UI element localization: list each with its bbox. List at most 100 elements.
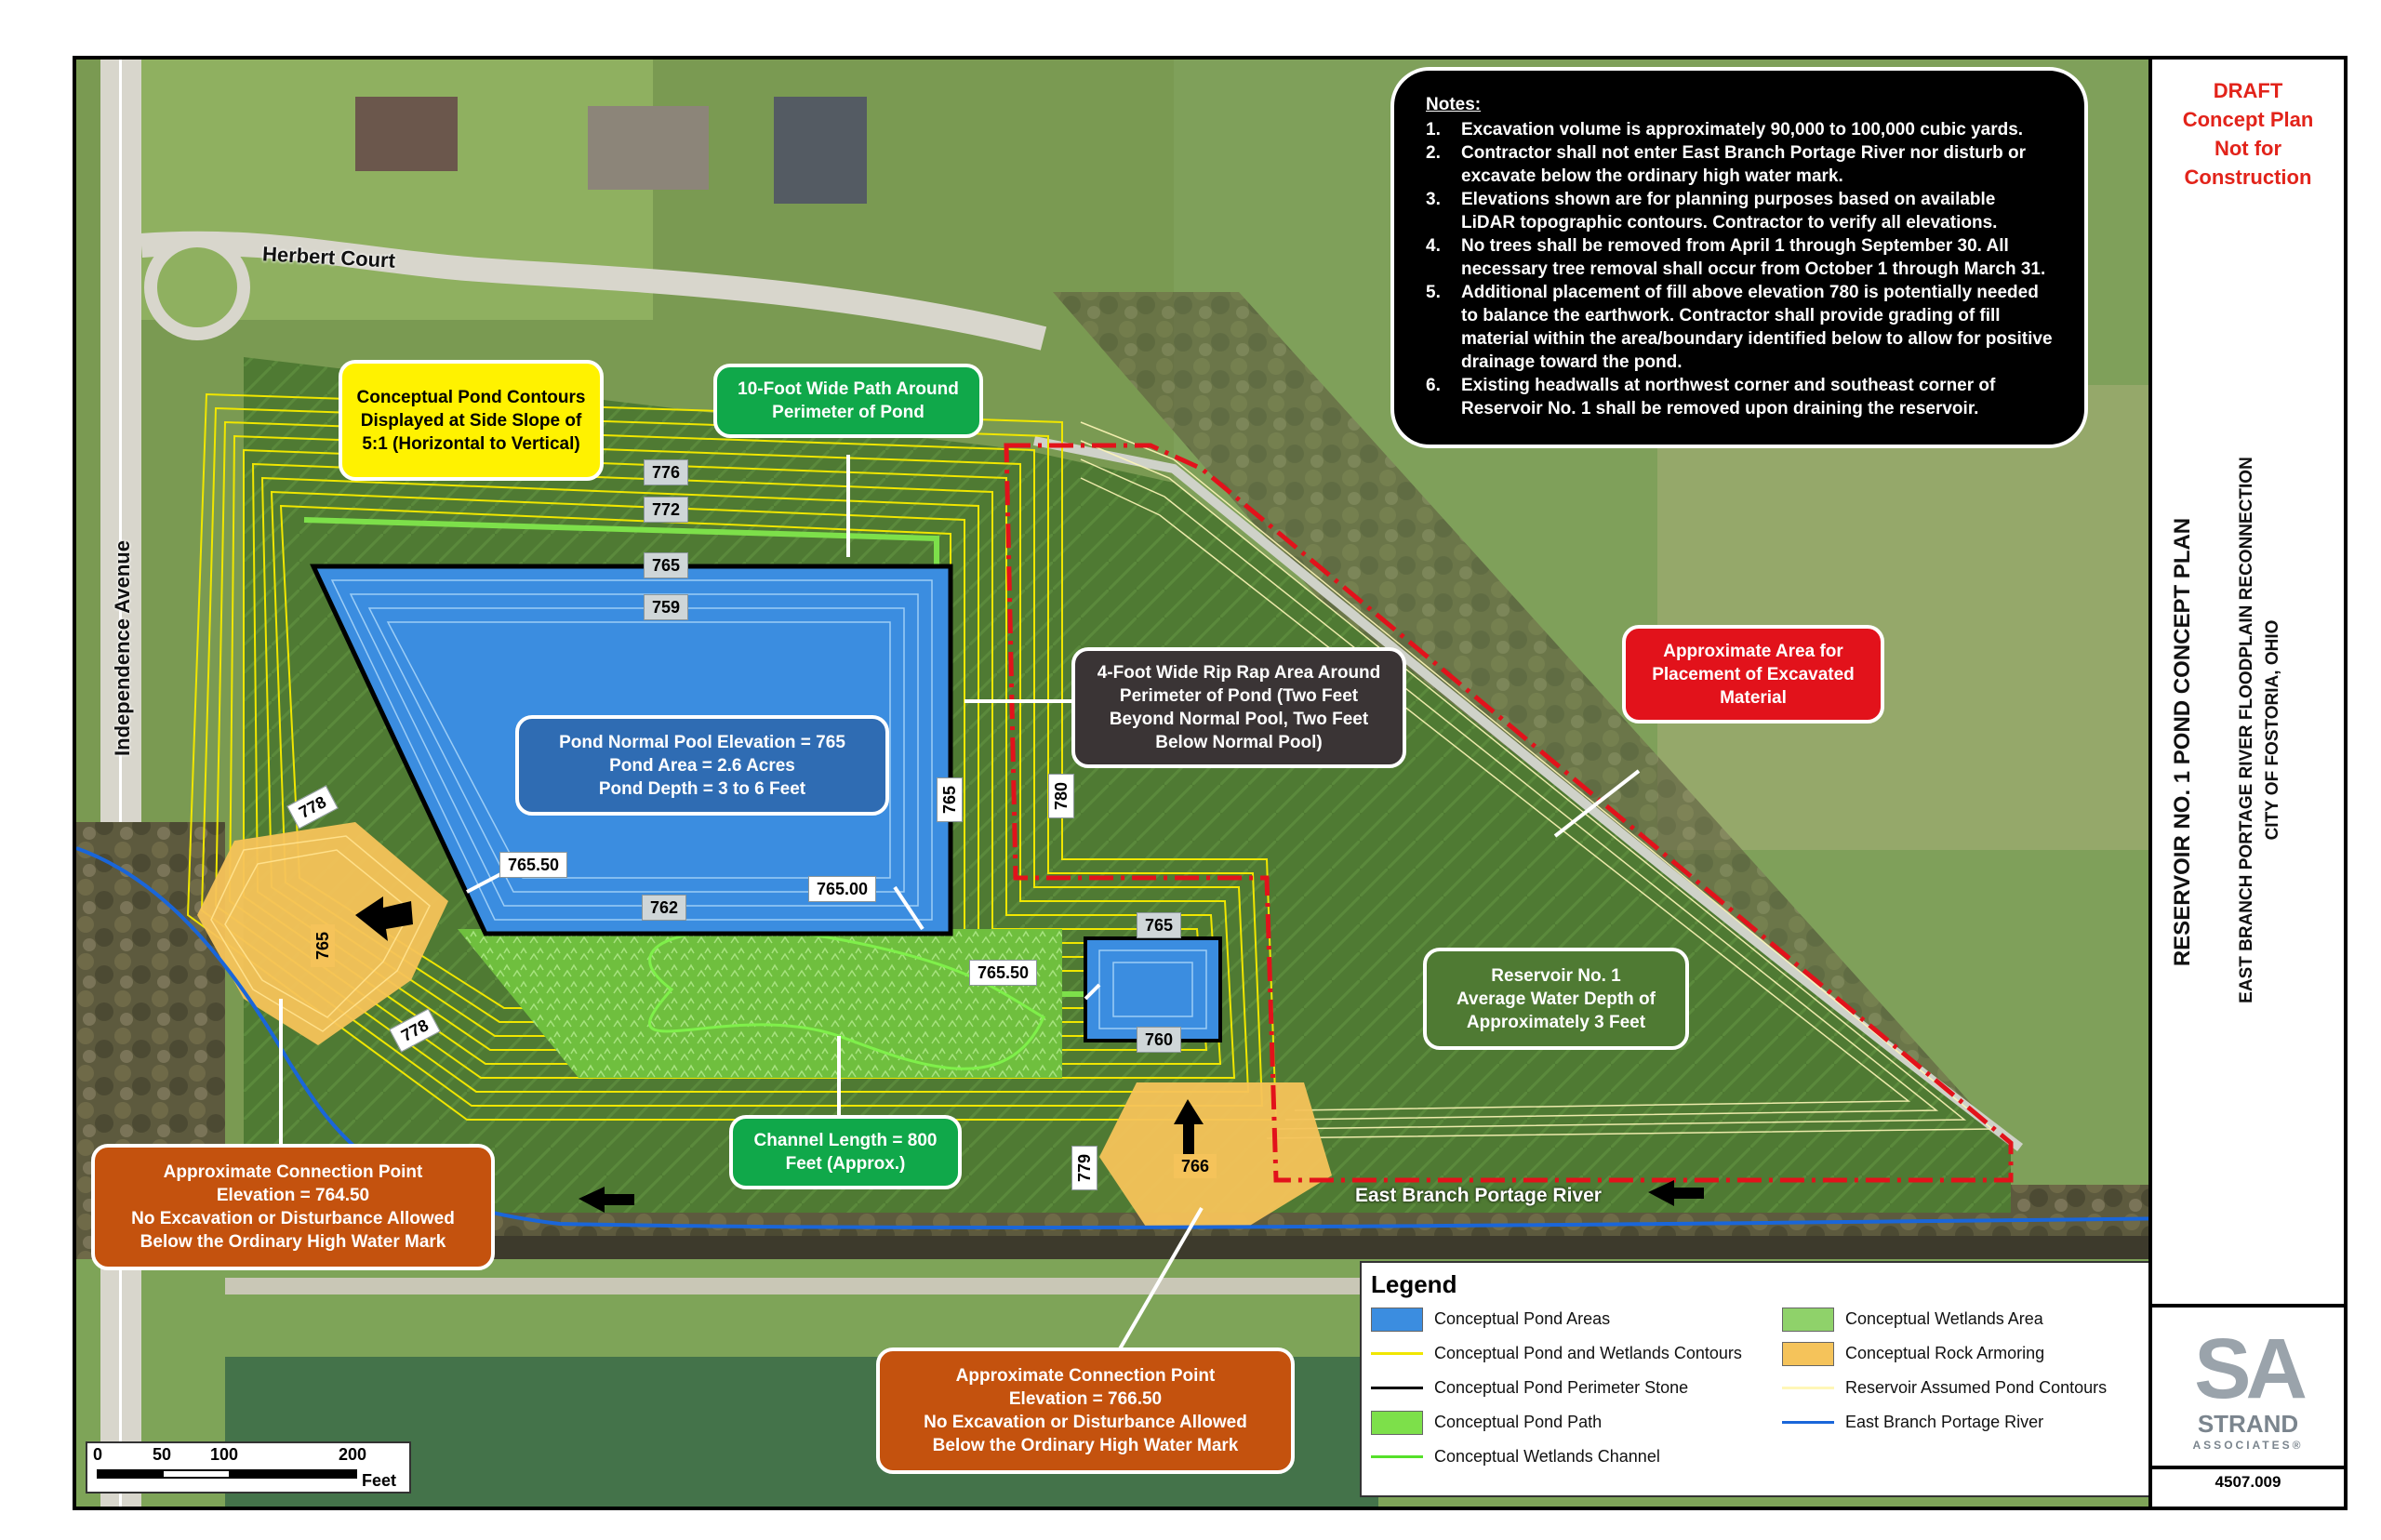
legend-item: Reservoir Assumed Pond Contours [1782, 1375, 2154, 1401]
note-item: 3.Elevations shown are for planning purp… [1426, 188, 2053, 234]
contour-label-765-50-west: 765.50 [499, 852, 568, 878]
callout-connection-east: Approximate Connection Point Elevation =… [876, 1348, 1295, 1474]
callout-connection-west: Approximate Connection Point Elevation =… [91, 1144, 495, 1270]
legend-label: Conceptual Wetlands Area [1845, 1309, 2043, 1328]
note-item: 6.Existing headwalls at northwest corner… [1426, 374, 2053, 420]
legend-swatch [1371, 1307, 1423, 1332]
note-number: 2. [1426, 143, 1441, 163]
contour-label-765-small: 765 [1137, 912, 1182, 938]
contour-label-766: 766 [1174, 1154, 1217, 1178]
note-text: No trees shall be removed from April 1 t… [1461, 236, 2046, 279]
callout-rip-rap: 4-Foot Wide Rip Rap Area Around Perimete… [1071, 647, 1406, 768]
house [355, 97, 458, 171]
title-block: DRAFT Concept Plan Not for Construction … [2148, 56, 2348, 1510]
scale-tick: 200 [339, 1445, 367, 1464]
contour-label-776: 776 [644, 459, 689, 485]
fill-placement-boundary [1004, 443, 2014, 1183]
scale-bar: 0 50 100 200 Feet [86, 1441, 411, 1494]
note-text: Excavation volume is approximately 90,00… [1461, 120, 2024, 139]
logo-subtitle: ASSOCIATES® [2192, 1439, 2304, 1452]
legend-label: Conceptual Pond Perimeter Stone [1434, 1378, 1689, 1397]
scale-tick: 100 [210, 1445, 239, 1464]
callout-rip-rap-text: 4-Foot Wide Rip Rap Area Around Perimete… [1097, 663, 1381, 752]
draft-line: DRAFT [2213, 79, 2283, 102]
legend-swatch [1371, 1387, 1423, 1389]
note-number: 1. [1426, 120, 1441, 139]
contour-label-765-00: 765.00 [808, 876, 877, 902]
conn-west-note-2: Below the Ordinary High Water Mark [140, 1232, 446, 1252]
pond-depth-text: Pond Depth = 3 to 6 Feet [598, 778, 806, 799]
note-text: Additional placement of fill above eleva… [1461, 283, 2053, 372]
note-item: 4. No trees shall be removed from April 1… [1426, 234, 2053, 281]
note-item: 2.Contractor shall not enter East Branch… [1426, 141, 2053, 188]
contour-label-760: 760 [1137, 1027, 1182, 1053]
legend-item: Conceptual Wetlands Channel [1371, 1444, 1782, 1469]
legend-swatch [1371, 1455, 1423, 1458]
legend-swatch [1782, 1307, 1834, 1332]
legend-swatch [1782, 1341, 1834, 1366]
callout-reservoir: Reservoir No. 1 Average Water Depth of A… [1423, 948, 1689, 1050]
legend-item: Conceptual Pond Perimeter Stone [1371, 1375, 1782, 1401]
reservoir-depth-value: Approximately 3 Feet [1466, 1012, 1646, 1032]
project-number: 4507.009 [2215, 1473, 2281, 1491]
legend-item: Conceptual Pond and Wetlands Contours [1371, 1341, 1782, 1366]
conn-west-title: Approximate Connection Point [163, 1162, 423, 1182]
reservoir-name-text: Reservoir No. 1 [1491, 965, 1621, 986]
conn-east-elevation: Elevation = 766.50 [1008, 1389, 1163, 1409]
legend-label: Reservoir Assumed Pond Contours [1845, 1378, 2108, 1397]
small-pond [1084, 936, 1222, 1042]
draft-line: Concept Plan [2182, 108, 2314, 131]
contour-label-765-west: 765 [311, 923, 336, 968]
house [588, 106, 709, 190]
herbert-court-road [140, 231, 1047, 351]
legend-label: Conceptual Pond Areas [1434, 1309, 1611, 1328]
river-label: East Branch Portage River [1355, 1185, 1602, 1206]
contour-label-765: 765 [644, 552, 689, 578]
note-item: 5. Additional placement of fill above ele… [1426, 281, 2053, 374]
notes-panel: Notes: 1. Excavation volume is approximat… [1390, 67, 2088, 448]
callout-fill-area: Approximate Area for Placement of Excava… [1622, 625, 1884, 724]
note-text: Elevations shown are for planning purpos… [1461, 190, 1998, 232]
scale-graphic [97, 1469, 357, 1479]
contour-label-780: 780 [1048, 773, 1075, 819]
note-number: 5. [1426, 283, 1441, 302]
callout-channel-text: Channel Length = 800 Feet (Approx.) [753, 1131, 938, 1174]
note-text: Existing headwalls at northwest corner a… [1461, 376, 1996, 418]
scale-unit: Feet [362, 1471, 397, 1490]
logo-name: STRAND [2197, 1410, 2299, 1438]
conn-east-note-2: Below the Ordinary High Water Mark [932, 1436, 1239, 1455]
contour-label-759: 759 [644, 594, 689, 620]
contour-label-779: 779 [1071, 1145, 1098, 1191]
conn-west-elevation: Elevation = 764.50 [216, 1186, 370, 1205]
pond-area-text: Pond Area = 2.6 Acres [609, 755, 795, 776]
scale-tick: 0 [93, 1445, 103, 1464]
legend-item: Conceptual Rock Armoring [1782, 1341, 2154, 1366]
project-title-line2: CITY OF FOSTORIA, OHIO [2263, 619, 2282, 841]
callout-channel: Channel Length = 800 Feet (Approx.) [729, 1115, 962, 1189]
note-number: 4. [1426, 236, 1441, 256]
draft-line: Not for [2214, 137, 2282, 160]
contour-label-765-50-east: 765.50 [969, 960, 1038, 986]
pond-elevation-text: Pond Normal Pool Elevation = 765 [559, 732, 845, 752]
legend-label: Conceptual Rock Armoring [1845, 1344, 2045, 1362]
conn-west-note-1: No Excavation or Disturbance Allowed [131, 1209, 455, 1228]
logo-mark: SA [2194, 1321, 2308, 1416]
legend-item: Conceptual Wetlands Area [1782, 1307, 2154, 1332]
legend-swatch [1782, 1387, 1834, 1389]
legend-label: Conceptual Pond Path [1434, 1413, 1603, 1431]
legend-item: East Branch Portage River [1782, 1410, 2154, 1435]
wetlands-area [458, 929, 1062, 1078]
flow-arrow [355, 896, 1704, 1213]
contour-label-762: 762 [642, 895, 687, 921]
legend-swatch [1782, 1421, 1834, 1424]
strand-logo: SA STRAND ASSOCIATES® [2152, 1308, 2344, 1475]
conn-east-title: Approximate Connection Point [955, 1366, 1216, 1386]
legend-heading: Legend [1371, 1270, 1457, 1298]
callout-fill-area-text: Approximate Area for Placement of Excava… [1652, 641, 1855, 708]
callout-leaders [279, 455, 1641, 1354]
notes-heading: Notes: [1426, 95, 1482, 114]
callout-side-slope: Conceptual Pond Contours Displayed at Si… [339, 360, 604, 481]
